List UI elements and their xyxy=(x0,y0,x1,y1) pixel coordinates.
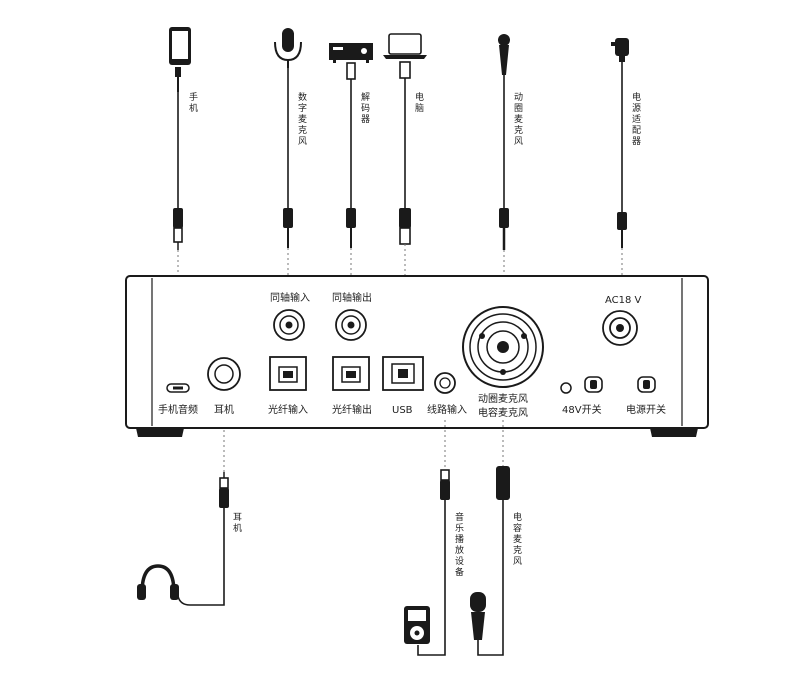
combo-xlr-jack xyxy=(462,306,544,388)
phone-cable xyxy=(173,67,183,250)
dynamic-mic-label: 动圈麦克风 xyxy=(514,92,523,147)
digital-mic-label: 数字麦克风 xyxy=(298,91,307,147)
usb-b-port xyxy=(382,356,424,391)
usb-label: USB xyxy=(392,405,413,416)
combo-label-2: 电容麦克风 xyxy=(478,406,528,419)
condenser-mic-icon xyxy=(470,592,486,640)
line-in-jack xyxy=(434,372,456,394)
optical-in-port xyxy=(269,356,307,391)
power-adapter-cable xyxy=(617,62,627,248)
music-player-cable xyxy=(417,469,450,656)
right-foot xyxy=(650,428,698,437)
laptop-icon xyxy=(383,33,427,59)
power-toggle-switch[interactable] xyxy=(637,376,656,393)
headphone-port-label: 耳机 xyxy=(214,403,234,416)
coax-in-label: 同轴输入 xyxy=(270,291,310,304)
ac-label: AC18 V xyxy=(605,295,642,306)
phone-audio-port xyxy=(166,383,190,393)
decoder-cable xyxy=(346,62,356,248)
optical-in-label: 光纤输入 xyxy=(268,403,308,416)
music-player-icon xyxy=(404,606,430,644)
phantom-toggle-switch[interactable] xyxy=(584,376,603,393)
optical-out-port xyxy=(332,356,370,391)
left-foot xyxy=(136,428,184,437)
phone-label: 手机 xyxy=(189,91,198,114)
power-adapter-label: 电源适配器 xyxy=(632,91,641,147)
decoder-label: 解码器 xyxy=(361,91,370,125)
headphones-icon xyxy=(137,564,179,600)
condenser-mic-label: 电容麦克风 xyxy=(513,511,522,567)
coax-out-jack xyxy=(335,309,367,341)
condenser-mic-cable xyxy=(477,466,510,656)
headphone-cable xyxy=(177,472,229,606)
digital-mic-icon xyxy=(274,28,302,68)
computer-label: 电脑 xyxy=(415,91,424,114)
phone-audio-label: 手机音频 xyxy=(158,403,198,416)
decoder-icon xyxy=(329,43,373,63)
bottom-guide-lines xyxy=(223,420,504,472)
music-player-label: 音乐播放设备 xyxy=(455,511,464,578)
combo-label-1: 动圈麦克风 xyxy=(478,393,528,405)
dynamic-mic-icon xyxy=(498,34,510,75)
headphone-jack xyxy=(207,357,241,391)
optical-out-label: 光纤输出 xyxy=(332,403,372,416)
computer-cable xyxy=(399,61,411,245)
ac-power-socket xyxy=(602,310,638,346)
coax-out-label: 同轴输出 xyxy=(332,291,372,304)
phantom-label: 48V开关 xyxy=(562,403,602,416)
power-switch-label: 电源开关 xyxy=(626,403,666,416)
dynamic-mic-cable xyxy=(499,75,509,250)
power-adapter-icon xyxy=(611,38,629,62)
headphones-label: 耳机 xyxy=(233,512,242,534)
coax-in-jack xyxy=(273,309,305,341)
phone-icon xyxy=(169,27,191,65)
digital-mic-cable xyxy=(283,68,293,248)
phantom-led-icon xyxy=(560,382,572,394)
line-in-label: 线路输入 xyxy=(427,403,467,416)
